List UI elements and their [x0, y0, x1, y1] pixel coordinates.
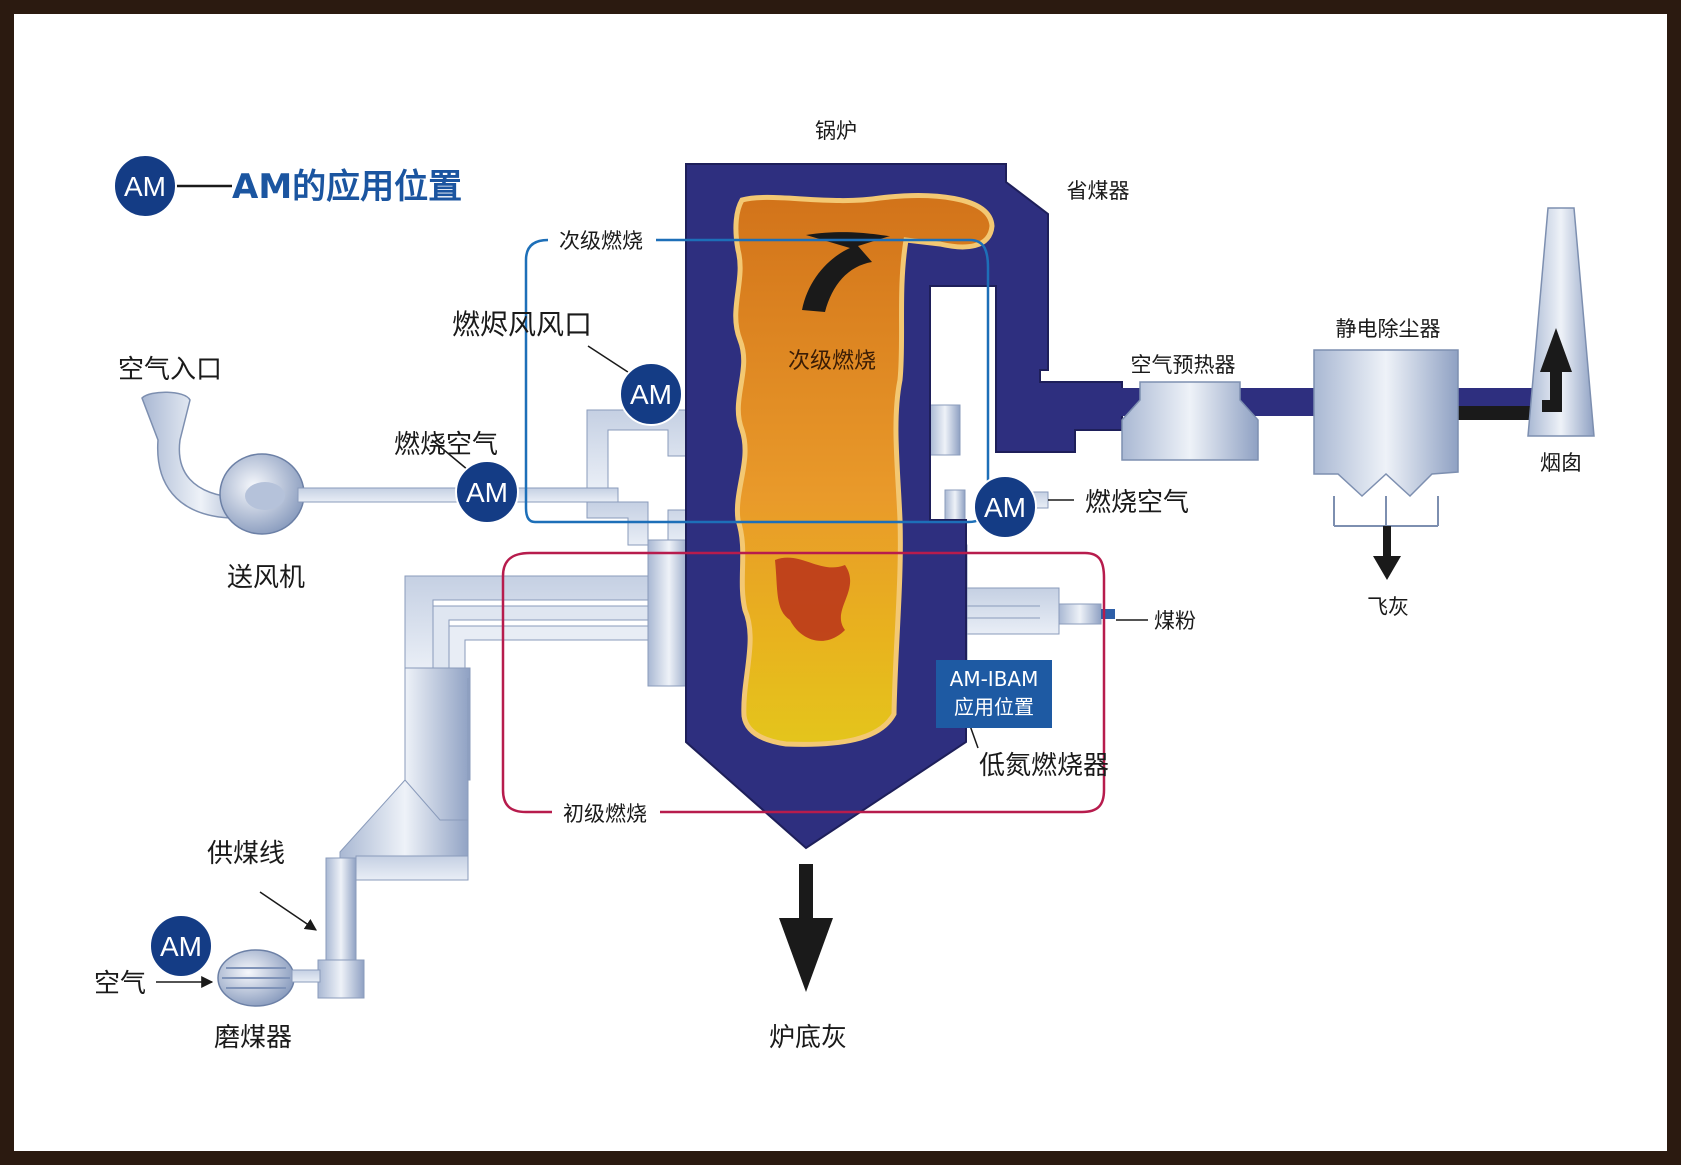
burner-manifold-left	[339, 539, 691, 871]
label-combustion-air-right: 燃烧空气	[1085, 488, 1189, 518]
callout-overfire-air	[587, 345, 635, 377]
am-marker-legend: AM	[113, 154, 177, 218]
am-marker-coal-mill: AM	[149, 914, 213, 978]
legend-text: AM的应用位置	[232, 167, 462, 207]
label-air: 空气	[94, 969, 146, 999]
flue-duct	[1040, 388, 1572, 420]
am-marker-combustion-air-right: AM	[973, 475, 1037, 539]
label-fly-ash: 飞灰	[1367, 595, 1409, 619]
label-air-preheater: 空气预热器	[1131, 353, 1236, 377]
coal-mill	[217, 949, 321, 1007]
label-low-nox-burner: 低氮燃烧器	[979, 751, 1109, 781]
air-preheater	[1121, 381, 1259, 461]
label-coal-mill: 磨煤器	[214, 1023, 292, 1053]
furnace-fire	[733, 193, 995, 747]
air-inlet-duct	[141, 391, 261, 521]
label-overfire-air-port: 燃烬风风口	[452, 308, 592, 341]
primary-combustion-loop	[501, 551, 1106, 814]
chimney	[1527, 207, 1595, 437]
flow-arrow-bottom-ash	[779, 864, 833, 992]
label-air-inlet: 空气入口	[118, 355, 222, 385]
label-fan: 送风机	[227, 563, 305, 593]
svg-text:AM: AM	[984, 492, 1026, 523]
am-ibam-line2: 应用位置	[954, 695, 1034, 719]
label-secondary-combustion: 次级燃烧	[559, 229, 643, 253]
am-marker-overfire-air: AM	[619, 362, 683, 426]
label-secondary-combustion-inner: 次级燃烧	[788, 349, 876, 374]
label-primary-combustion: 初级燃烧	[563, 802, 647, 826]
secondary-combustion-loop	[524, 238, 990, 524]
am-ibam-line1: AM-IBAM	[950, 667, 1039, 691]
fan	[219, 453, 305, 535]
label-coal-powder: 煤粉	[1154, 609, 1196, 633]
label-chimney: 烟囱	[1540, 451, 1582, 475]
callout-coal-feed-line	[259, 891, 317, 931]
am-ibam-box: AM-IBAM 应用位置	[936, 660, 1052, 728]
am-marker-combustion-air-left: AM	[455, 460, 519, 524]
label-economizer: 省煤器	[1067, 179, 1130, 203]
label-boiler: 锅炉	[815, 119, 857, 143]
label-esp: 静电除尘器	[1336, 317, 1441, 341]
svg-text:AM: AM	[160, 931, 202, 962]
label-coal-feed-line: 供煤线	[207, 839, 285, 869]
label-combustion-air-left: 燃烧空气	[394, 430, 498, 460]
coal-feed-duct	[317, 855, 469, 999]
svg-text:AM: AM	[124, 171, 166, 202]
svg-text:AM: AM	[630, 379, 672, 410]
flow-arrow-fly-ash	[1373, 526, 1401, 580]
label-bottom-ash: 炉底灰	[769, 1023, 847, 1053]
svg-text:AM: AM	[466, 477, 508, 508]
callout-combustion-air-left	[431, 439, 469, 471]
electrostatic-precipitator	[1313, 349, 1459, 527]
